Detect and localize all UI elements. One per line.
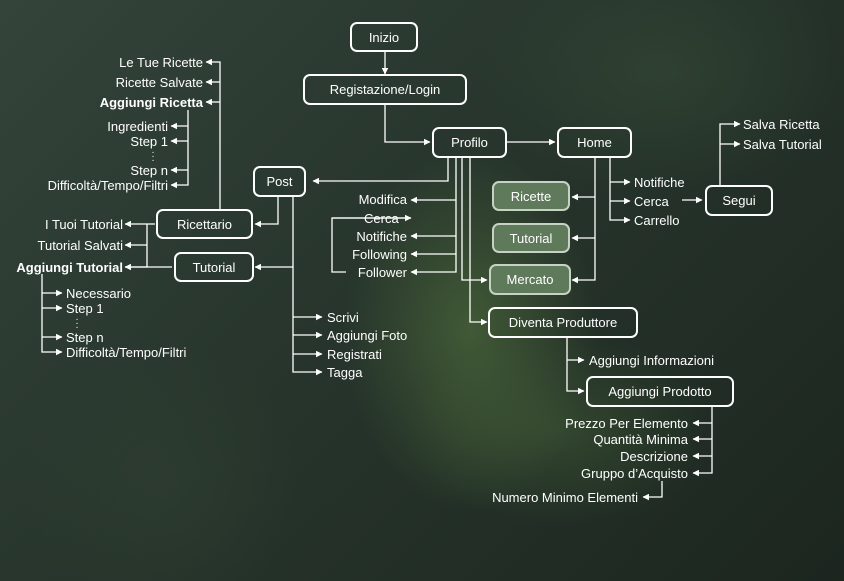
label-ricetta-step-1[interactable]: Step 1 [130, 134, 168, 149]
label-registrati[interactable]: Registrati [327, 347, 382, 362]
label-quantita-minima[interactable]: Quantità Minima [593, 432, 688, 447]
label-follower[interactable]: Follower [357, 265, 407, 280]
node-aggiungi-prodotto[interactable]: Aggiungi Prodotto [586, 376, 734, 407]
tutorial-steps-ellipsis: ··· [75, 314, 79, 333]
label-prezzo-per-elemento[interactable]: Prezzo Per Elemento [565, 416, 688, 431]
label-tutorial-step-n[interactable]: Step n [66, 330, 104, 345]
label-profilo-notifiche[interactable]: Notifiche [356, 229, 407, 244]
node-post[interactable]: Post [253, 166, 306, 197]
node-diventa-produttore[interactable]: Diventa Produttore [488, 307, 638, 338]
label-following[interactable]: Following [352, 247, 407, 262]
label-aggiungi-ricetta[interactable]: Aggiungi Ricetta [99, 95, 203, 110]
label-tutorial-difficolta[interactable]: Difficoltà/Tempo/Filtri [66, 345, 187, 360]
label-descrizione[interactable]: Descrizione [620, 449, 688, 464]
label-ricetta-step-n[interactable]: Step n [130, 163, 168, 178]
node-home[interactable]: Home [557, 127, 632, 158]
label-salva-ricetta[interactable]: Salva Ricetta [743, 117, 820, 132]
label-ingredienti[interactable]: Ingredienti [107, 119, 168, 134]
node-inizio[interactable]: Inizio [350, 22, 418, 52]
label-aggiungi-informazioni[interactable]: Aggiungi Informazioni [589, 353, 715, 368]
label-home-cerca[interactable]: Cerca [634, 194, 669, 209]
node-profilo[interactable]: Profilo [432, 127, 507, 158]
label-aggiungi-tutorial[interactable]: Aggiungi Tutorial [16, 260, 123, 275]
label-tagga[interactable]: Tagga [327, 365, 363, 380]
label-home-notifiche[interactable]: Notifiche [634, 175, 685, 190]
label-aggiungi-foto[interactable]: Aggiungi Foto [327, 328, 408, 343]
label-ricetta-difficolta[interactable]: Difficoltà/Tempo/Filtri [47, 178, 168, 193]
node-tutorial[interactable]: Tutorial [174, 252, 254, 282]
label-numero-minimo-elementi[interactable]: Numero Minimo Elementi [492, 490, 638, 505]
node-segui[interactable]: Segui [705, 185, 773, 216]
label-tutorial-step-1[interactable]: Step 1 [66, 301, 104, 316]
ricetta-steps-ellipsis: ··· [151, 147, 155, 166]
label-scrivi[interactable]: Scrivi [327, 310, 359, 325]
label-salva-tutorial[interactable]: Salva Tutorial [743, 137, 822, 152]
node-ricette[interactable]: Ricette [492, 181, 570, 211]
label-ricette-salvate[interactable]: Ricette Salvate [115, 75, 203, 90]
node-mercato[interactable]: Mercato [489, 264, 571, 295]
label-profilo-cerca[interactable]: Cerca [364, 211, 399, 226]
label-i-tuoi-tutorial[interactable]: I Tuoi Tutorial [44, 217, 123, 232]
label-modifica[interactable]: Modifica [358, 192, 407, 207]
label-tutorial-salvati[interactable]: Tutorial Salvati [37, 238, 124, 253]
node-registrazione-login[interactable]: Registazione/Login [303, 74, 467, 105]
node-tutorial-green[interactable]: Tutorial [492, 223, 570, 253]
label-necessario[interactable]: Necessario [66, 286, 132, 301]
label-carrello[interactable]: Carrello [634, 213, 680, 228]
label-le-tue-ricette[interactable]: Le Tue Ricette [119, 55, 203, 70]
label-gruppo-acquisto[interactable]: Gruppo d’Acquisto [581, 466, 688, 481]
node-ricettario[interactable]: Ricettario [156, 209, 253, 239]
